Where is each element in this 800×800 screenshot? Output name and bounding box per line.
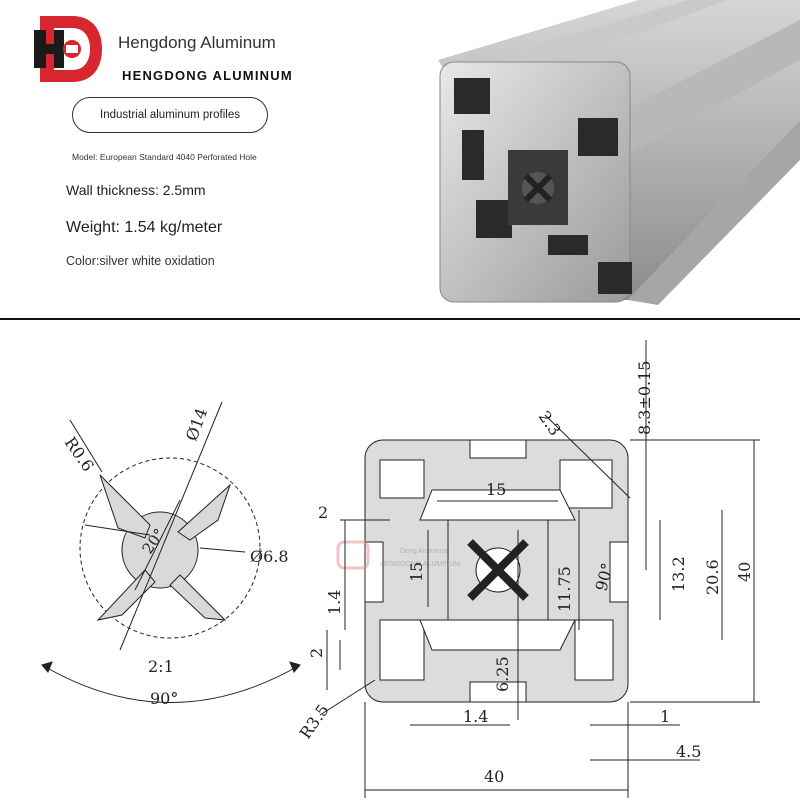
dim-dia6-8: Ø6.8: [250, 547, 289, 566]
watermark: Dong Aluminum HENGDONG ALUMINUM: [336, 540, 460, 570]
dim-11-75: 11.75: [555, 566, 574, 612]
technical-drawing: R0.6 Ø14 20° Ø6.8 2:1 90° Dong Aluminum …: [41, 340, 760, 798]
dim-2-left-bottom: 2: [307, 648, 326, 658]
watermark-sub: HENGDONG ALUMINUM: [380, 561, 460, 568]
dim-1-4-bottom: 1.4: [463, 707, 488, 726]
dim-20-6: 20.6: [703, 559, 722, 595]
product-category-pill: Industrial aluminum profiles: [72, 97, 268, 133]
dim-8-3-tol: 8.3±0.15: [635, 361, 654, 435]
dim-6-25: 6.25: [493, 656, 512, 692]
dimension-lines: [319, 340, 760, 798]
product-info-panel: Hengdong Aluminum HENGDONG ALUMINUM Indu…: [0, 0, 800, 318]
dim-15-vertical: 15: [407, 562, 426, 582]
model-text: Model: European Standard 4040 Perforated…: [72, 152, 257, 162]
weight-text: Weight: 1.54 kg/meter: [66, 219, 223, 236]
dim-r0-6: R0.6: [61, 433, 98, 475]
dim-40-vertical: 40: [735, 562, 754, 582]
dim-r3-5: R3.5: [296, 701, 333, 743]
dim-2-3: 2.3: [535, 407, 565, 439]
dim-40-horizontal: 40: [484, 767, 504, 786]
dim-angle90-detail: 90°: [150, 689, 178, 708]
profile-render-image: [438, 0, 800, 305]
color-text: Color:silver white oxidation: [66, 254, 215, 268]
section-divider: [0, 318, 800, 320]
dim-4-5: 4.5: [676, 742, 701, 761]
hd-logo: [34, 16, 102, 82]
dim-13-2: 13.2: [669, 556, 688, 592]
dim-scale: 2:1: [148, 657, 174, 676]
brand-name: Hengdong Aluminum: [118, 33, 276, 52]
detail-view: [41, 401, 301, 703]
dim-1-bottom: 1: [660, 707, 670, 726]
watermark-text: Dong Aluminum: [400, 548, 450, 555]
dim-1-4-vertical: 1.4: [325, 590, 344, 615]
profile-section: [364, 439, 629, 703]
wall-thickness-text: Wall thickness: 2.5mm: [66, 182, 206, 198]
dim-15-horizontal: 15: [486, 480, 506, 499]
brand-name-caps: HENGDONG ALUMINUM: [122, 68, 293, 83]
dim-2-left: 2: [318, 503, 328, 522]
